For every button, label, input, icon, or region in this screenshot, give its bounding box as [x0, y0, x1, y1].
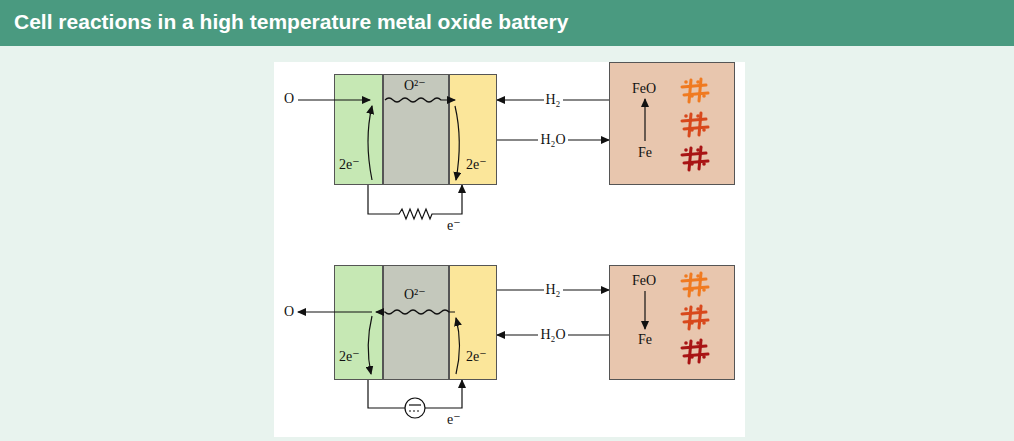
- oxide-ion-wave: [376, 310, 455, 314]
- gas-label: H₂O: [538, 132, 567, 148]
- resistor-symbol: [396, 206, 434, 222]
- gas-label: H₂: [544, 282, 563, 298]
- title: Cell reactions in a high temperature met…: [14, 10, 568, 34]
- node-text: 2e⁻: [339, 349, 360, 365]
- oxygen-arrow: [298, 311, 372, 312]
- oxidation-arrow: [644, 99, 645, 141]
- electron-arrow: [368, 316, 372, 374]
- oxide-ion-wave: [385, 98, 455, 102]
- anode-layer: 2e⁻: [334, 74, 383, 185]
- node-text: O²⁻: [404, 287, 426, 303]
- electrolyte-layer: O²⁻: [383, 265, 449, 380]
- cathode-layer: 2e⁻: [449, 74, 497, 185]
- node-text: 2e⁻: [339, 157, 360, 173]
- source-symbol: [405, 398, 425, 418]
- electron-arrow: [455, 106, 459, 180]
- electron-arrow: [368, 106, 372, 180]
- node-text: O²⁻: [404, 78, 426, 94]
- oxygen-label: O: [284, 304, 294, 320]
- anode-layer: 2e⁻: [334, 265, 383, 380]
- reduction-arrow: [644, 291, 645, 329]
- electron-label: e⁻: [447, 412, 461, 428]
- oxygen-label: O: [284, 91, 294, 107]
- iron-storage: FeO Fe: [609, 62, 735, 185]
- node-text: FeO: [632, 273, 656, 289]
- electron-arrow: [456, 318, 460, 374]
- oxygen-arrow: [298, 99, 370, 100]
- cathode-layer: 2e⁻: [449, 265, 497, 380]
- iron-storage: FeO Fe: [609, 265, 735, 380]
- gas-label: H₂: [544, 92, 563, 108]
- gas-label: H₂O: [538, 327, 567, 343]
- electron-label: e⁻: [447, 218, 461, 234]
- electrolyte-layer: O²⁻: [383, 74, 449, 185]
- node-text: Fe: [638, 145, 652, 161]
- node-text: 2e⁻: [466, 349, 487, 365]
- node-text: FeO: [632, 81, 656, 97]
- node-text: 2e⁻: [466, 157, 487, 173]
- node-text: Fe: [638, 332, 652, 348]
- iron-lattice-icons: [682, 79, 708, 363]
